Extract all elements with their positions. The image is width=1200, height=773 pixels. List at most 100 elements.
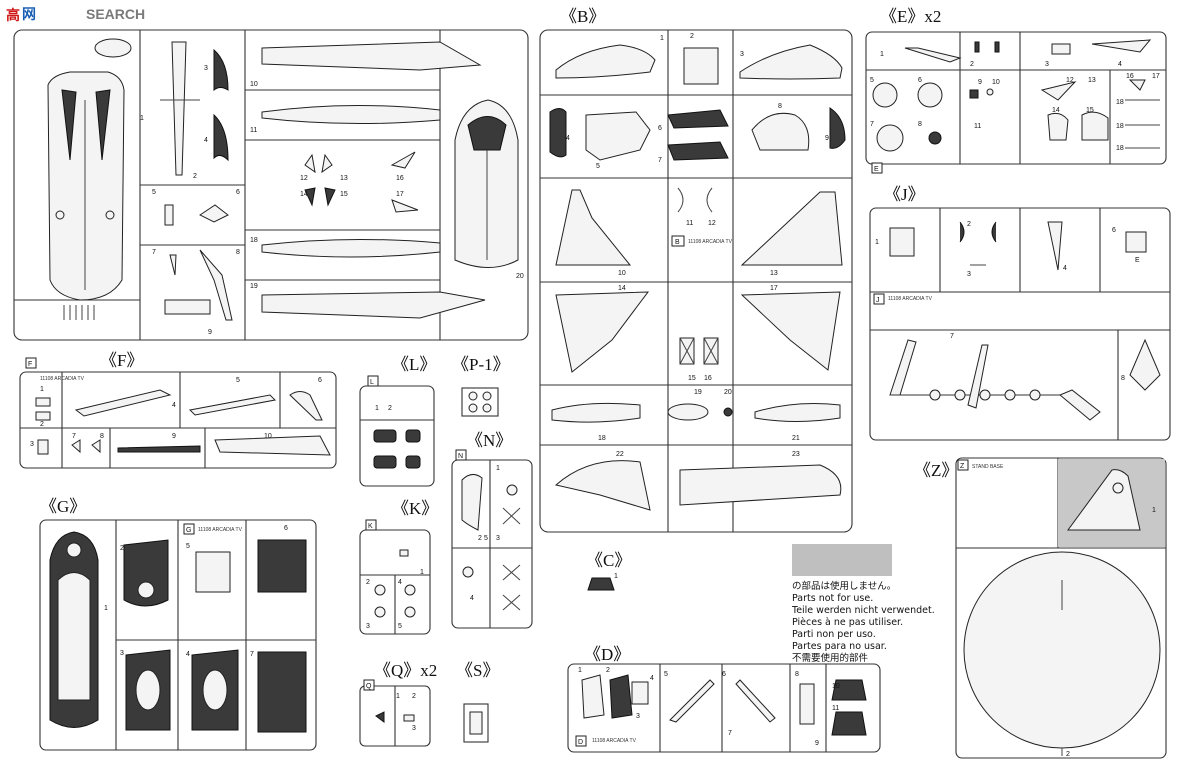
svg-text:Parti non per uso.: Parti non per uso. <box>792 629 876 640</box>
svg-text:2: 2 <box>193 173 197 180</box>
svg-text:E: E <box>874 166 879 173</box>
svg-text:14: 14 <box>300 191 308 198</box>
svg-text:9: 9 <box>825 135 829 142</box>
svg-text:2: 2 <box>366 579 370 586</box>
svg-text:17: 17 <box>396 191 404 198</box>
logo-emblem <box>94 38 132 58</box>
svg-text:L: L <box>370 379 374 386</box>
label-c: 《C》 <box>586 551 631 570</box>
svg-text:5: 5 <box>664 671 668 678</box>
svg-text:1: 1 <box>496 465 500 472</box>
label-n: 《N》 <box>466 431 512 450</box>
label-k: 《K》 <box>392 499 438 518</box>
svg-text:K: K <box>368 523 373 530</box>
svg-text:4: 4 <box>398 579 402 586</box>
svg-text:Q: Q <box>366 683 372 690</box>
svg-text:8: 8 <box>918 121 922 128</box>
svg-text:19: 19 <box>250 283 258 290</box>
svg-text:7: 7 <box>72 433 76 440</box>
svg-text:1: 1 <box>614 573 618 580</box>
label-p1: 《P-1》 <box>452 355 510 374</box>
sprue-k: 《K》 K 1 2 3 4 5 <box>359 499 438 635</box>
svg-text:4: 4 <box>172 402 176 409</box>
svg-text:10: 10 <box>618 270 626 277</box>
svg-text:5: 5 <box>398 623 402 630</box>
svg-text:4: 4 <box>566 135 570 142</box>
svg-text:STAND BASE: STAND BASE <box>972 464 1004 470</box>
svg-text:6: 6 <box>236 189 240 196</box>
svg-text:15: 15 <box>688 375 696 382</box>
svg-text:Partes para no usar.: Partes para no usar. <box>792 641 887 652</box>
svg-text:不需要使用的部件: 不需要使用的部件 <box>792 652 869 664</box>
svg-text:6: 6 <box>284 525 288 532</box>
svg-text:7: 7 <box>658 157 662 164</box>
svg-text:Z: Z <box>960 463 965 470</box>
svg-text:11108 ARCADIA TV: 11108 ARCADIA TV <box>198 527 243 533</box>
svg-text:5: 5 <box>596 163 600 170</box>
watermark: 高 网 SEARCH <box>4 4 145 23</box>
svg-text:11: 11 <box>250 127 257 134</box>
svg-text:3: 3 <box>636 713 640 720</box>
svg-text:18: 18 <box>1116 99 1124 106</box>
svg-text:10: 10 <box>250 81 258 88</box>
sprue-j: 《J》 J 11108 ARCADIA TV 12 34 E6 78 <box>869 185 1171 441</box>
svg-text:12: 12 <box>708 220 716 227</box>
label-d: 《D》 <box>584 645 630 664</box>
svg-text:1: 1 <box>420 569 424 576</box>
svg-text:3: 3 <box>740 51 744 58</box>
svg-text:7: 7 <box>250 651 254 658</box>
svg-text:7: 7 <box>152 249 156 256</box>
svg-text:11108 ARCADIA TV: 11108 ARCADIA TV <box>688 239 733 245</box>
svg-text:1: 1 <box>40 386 44 393</box>
svg-text:21: 21 <box>792 435 800 442</box>
svg-text:4: 4 <box>470 595 474 602</box>
svg-text:8: 8 <box>236 249 240 256</box>
watermark-brand-partial: 网 <box>22 6 36 22</box>
svg-text:3: 3 <box>496 535 500 542</box>
svg-text:5: 5 <box>484 535 488 542</box>
svg-text:20: 20 <box>724 389 732 396</box>
svg-text:9: 9 <box>172 433 176 440</box>
svg-text:13: 13 <box>1088 77 1096 84</box>
svg-text:3: 3 <box>120 650 124 657</box>
svg-text:Pièces à ne pas utiliser.: Pièces à ne pas utiliser. <box>792 617 903 628</box>
sprue-z: 《Z》 Z STAND BASE 12 <box>914 457 1167 759</box>
svg-text:B: B <box>675 239 680 246</box>
svg-text:6: 6 <box>722 671 726 678</box>
svg-text:2: 2 <box>967 221 971 228</box>
label-e: 《E》x2 <box>880 7 941 26</box>
svg-text:18: 18 <box>250 237 258 244</box>
svg-text:1: 1 <box>396 693 400 700</box>
svg-text:6: 6 <box>1112 227 1116 234</box>
svg-text:1: 1 <box>1152 507 1156 514</box>
svg-text:2: 2 <box>606 667 610 674</box>
svg-text:4: 4 <box>186 651 190 658</box>
svg-text:9: 9 <box>815 740 819 747</box>
svg-text:2: 2 <box>40 421 44 428</box>
svg-text:3: 3 <box>366 623 370 630</box>
svg-text:E: E <box>1135 257 1140 264</box>
sprue-n: 《N》 N 12 34 5 <box>451 431 533 629</box>
svg-text:F: F <box>28 361 32 368</box>
svg-text:D: D <box>578 739 583 746</box>
svg-text:Teile werden nicht verwendet.: Teile werden nicht verwendet. <box>791 605 935 616</box>
svg-text:7: 7 <box>870 121 874 128</box>
svg-text:15: 15 <box>1086 107 1094 114</box>
svg-text:G: G <box>186 527 191 534</box>
svg-text:4: 4 <box>204 137 208 144</box>
svg-text:1: 1 <box>104 605 108 612</box>
svg-text:Parts not for use.: Parts not for use. <box>792 593 873 604</box>
svg-text:1: 1 <box>660 35 664 42</box>
svg-text:17: 17 <box>1152 73 1160 80</box>
svg-text:8: 8 <box>1121 375 1125 382</box>
svg-text:18: 18 <box>1116 123 1124 130</box>
svg-text:11108 ARCADIA TV: 11108 ARCADIA TV <box>592 738 637 744</box>
svg-text:16: 16 <box>1126 73 1134 80</box>
svg-text:3: 3 <box>412 725 416 732</box>
svg-text:2: 2 <box>388 405 392 412</box>
